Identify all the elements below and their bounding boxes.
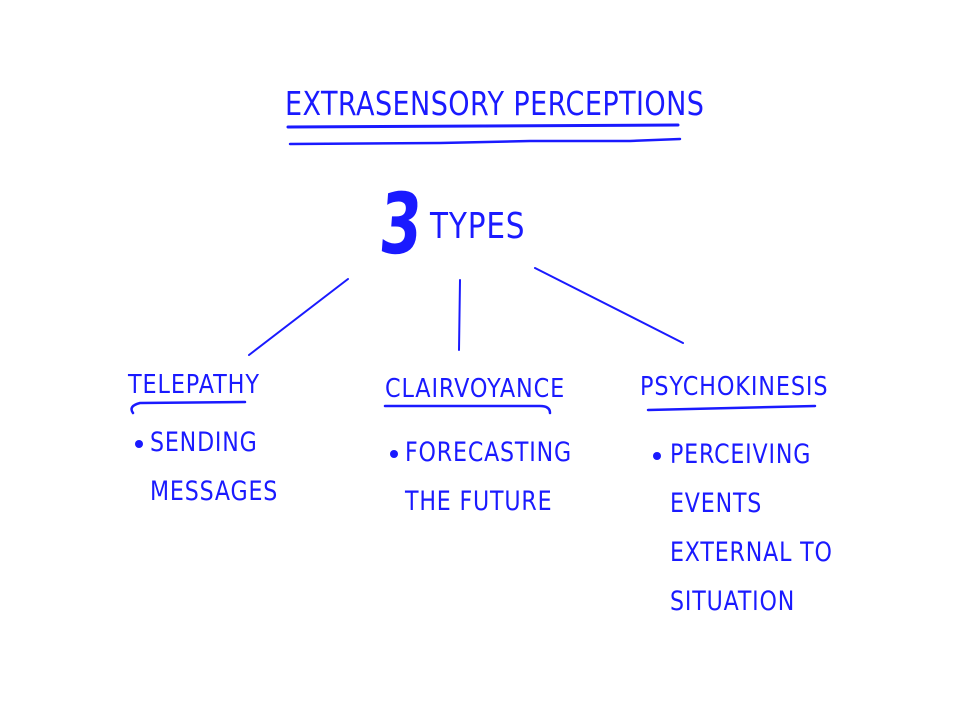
bullet-dot-icon bbox=[390, 450, 398, 458]
psychokinesis-line-4: SITUATION bbox=[670, 586, 796, 617]
telepathy-line-1: SENDING bbox=[150, 427, 258, 458]
psychokinesis-underline bbox=[646, 404, 817, 412]
psychokinesis-line-3: EXTERNAL TO bbox=[670, 537, 833, 568]
bullet-dot-icon bbox=[135, 440, 143, 448]
connector-clairvoyance bbox=[458, 279, 461, 351]
telepathy-line-2: MESSAGES bbox=[150, 476, 279, 507]
branch-title-telepathy: TELEPATHY bbox=[128, 370, 260, 400]
psychokinesis-line-2: EVENTS bbox=[670, 488, 763, 519]
bullet-dot-icon bbox=[653, 452, 661, 460]
branch-title-clairvoyance: CLAIRVOYANCE bbox=[385, 374, 566, 404]
branch-title-psychokinesis: PSYCHOKINESIS bbox=[640, 372, 829, 402]
types-label: TYPES bbox=[430, 206, 526, 247]
connector-telepathy bbox=[248, 278, 349, 356]
telepathy-underline bbox=[130, 400, 247, 415]
clairvoyance-line-2: THE FUTURE bbox=[405, 486, 553, 517]
title-underline-lower bbox=[288, 137, 682, 146]
types-count: 3 bbox=[376, 175, 427, 273]
connector-psychokinesis bbox=[534, 267, 684, 344]
title-underline-upper bbox=[286, 123, 680, 129]
psychokinesis-line-1: PERCEIVING bbox=[670, 439, 812, 470]
diagram-title: EXTRASENSORY PERCEPTIONS bbox=[285, 84, 705, 123]
clairvoyance-underline bbox=[383, 404, 552, 415]
clairvoyance-line-1: FORECASTING bbox=[405, 437, 572, 468]
